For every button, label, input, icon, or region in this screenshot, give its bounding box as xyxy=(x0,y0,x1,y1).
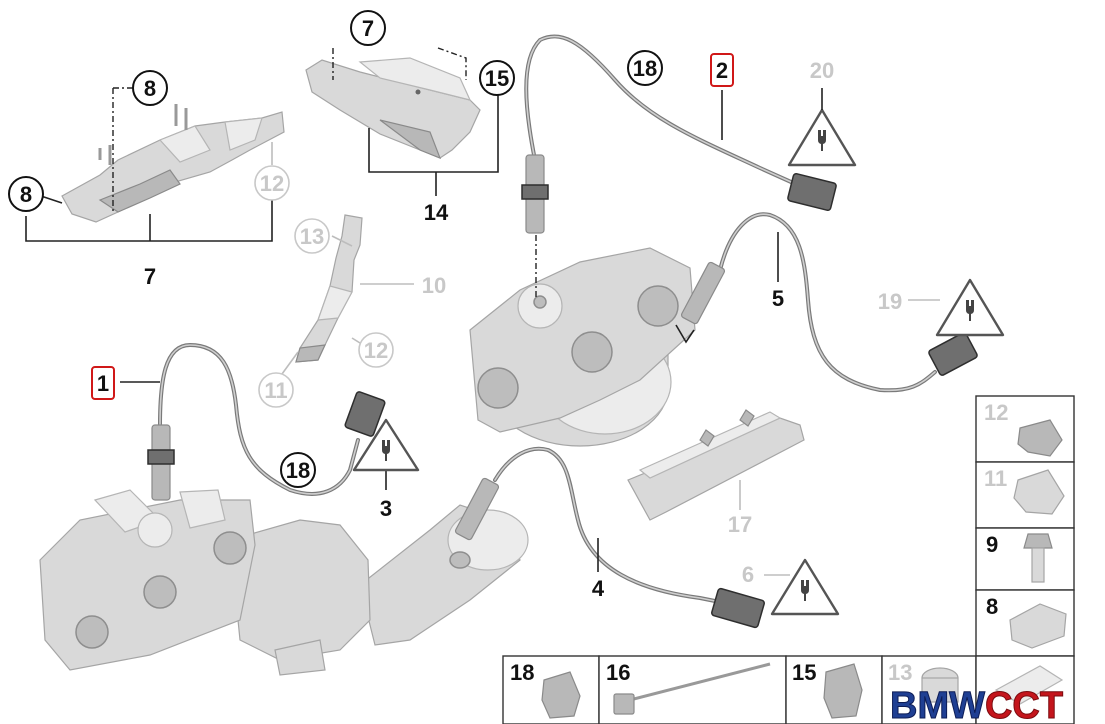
sensor5-tip xyxy=(675,324,695,344)
heat-shield-assembly xyxy=(61,104,285,223)
clip-15-icon xyxy=(823,663,863,719)
callout-circle-15 xyxy=(479,60,515,96)
bottom-label-15: 15 xyxy=(792,660,816,685)
callout-15: 15 xyxy=(485,66,509,91)
rear-catalytic-converter xyxy=(469,247,696,447)
oxygen-sensor-5 xyxy=(680,212,978,393)
callout-20: 20 xyxy=(810,58,834,83)
callout-6: 6 xyxy=(742,562,754,587)
callout-12b: 12 xyxy=(364,338,388,363)
oxygen-sensor-4 xyxy=(454,446,765,629)
watermark-text: BMWCCT xyxy=(890,685,1063,724)
callout-18a: 18 xyxy=(633,56,657,81)
sensor-holder-rail xyxy=(627,409,805,521)
callout-circle-11 xyxy=(258,372,294,408)
oxygen-sensor-1 xyxy=(147,342,386,501)
callout-14: 14 xyxy=(424,200,449,225)
clip-11-icon xyxy=(1013,469,1065,515)
callout-13: 13 xyxy=(300,224,324,249)
callout-2: 2 xyxy=(716,58,728,83)
callout-17: 17 xyxy=(728,512,752,537)
callout-circle-8b xyxy=(350,10,386,46)
bmwcct-watermark: BMWCCT xyxy=(890,685,1064,724)
bracket-7 xyxy=(25,200,273,242)
blank-part-icon xyxy=(994,665,1064,705)
warning-triangle-6 xyxy=(770,558,840,616)
callout-9: 8 xyxy=(144,76,156,101)
bottom-label-18: 18 xyxy=(510,660,534,685)
oxygen-sensor-2 xyxy=(521,34,837,234)
front-exhaust-manifold xyxy=(39,489,529,676)
side-label-11: 11 xyxy=(984,466,1007,491)
leader-11 xyxy=(281,351,299,375)
callout-12a: 12 xyxy=(260,171,284,196)
sensor-holder-bracket xyxy=(295,214,363,363)
side-cell-9 xyxy=(975,527,1075,591)
warning-triangle-3 xyxy=(352,418,420,472)
leader-13 xyxy=(331,235,353,247)
clip-18-icon xyxy=(541,671,581,719)
side-label-9: 9 xyxy=(986,532,998,557)
warning-triangle-20 xyxy=(787,108,857,167)
callout-circle-18b xyxy=(280,452,316,488)
callout-circle-8a xyxy=(8,176,44,212)
callout-19: 19 xyxy=(878,289,902,314)
mounting-bracket-assembly xyxy=(305,57,481,160)
callout-box-1 xyxy=(91,366,115,400)
callout-8b: 7 xyxy=(362,16,374,41)
callout-5: 5 xyxy=(772,286,784,311)
callout-circle-12a xyxy=(254,165,290,201)
callout-box-2 xyxy=(710,53,734,87)
callout-11: 11 xyxy=(264,378,287,403)
bracket-14 xyxy=(368,92,499,173)
side-label-8: 8 xyxy=(986,594,998,619)
nut-13-icon xyxy=(921,667,959,703)
callout-1: 1 xyxy=(97,371,109,396)
callout-18b: 18 xyxy=(286,458,310,483)
callout-4: 4 xyxy=(592,576,605,601)
side-parts-panel: 12 11 9 8 xyxy=(975,395,1075,657)
callout-3: 3 xyxy=(380,496,392,521)
clip-12-icon xyxy=(1017,419,1063,457)
callout-circle-18a xyxy=(627,50,663,86)
callout-7: 7 xyxy=(144,264,156,289)
warning-triangle-19 xyxy=(935,278,1005,337)
side-label-12: 12 xyxy=(984,400,1008,425)
bottom-label-13: 13 xyxy=(888,660,912,685)
bottom-label-16: 16 xyxy=(606,660,630,685)
callout-circle-13 xyxy=(294,218,330,254)
callout-circle-12b xyxy=(358,332,394,368)
callout-circle-9 xyxy=(132,70,168,106)
cable-tie-16-icon xyxy=(613,662,771,715)
leader-15-dash xyxy=(437,47,467,80)
bolt-9-icon xyxy=(1023,533,1053,583)
callout-8a: 8 xyxy=(20,182,32,207)
bottom-parts-panel: 18 16 15 13 xyxy=(502,655,1075,724)
callout-10: 10 xyxy=(422,273,446,298)
clip-8-icon xyxy=(1009,603,1067,649)
